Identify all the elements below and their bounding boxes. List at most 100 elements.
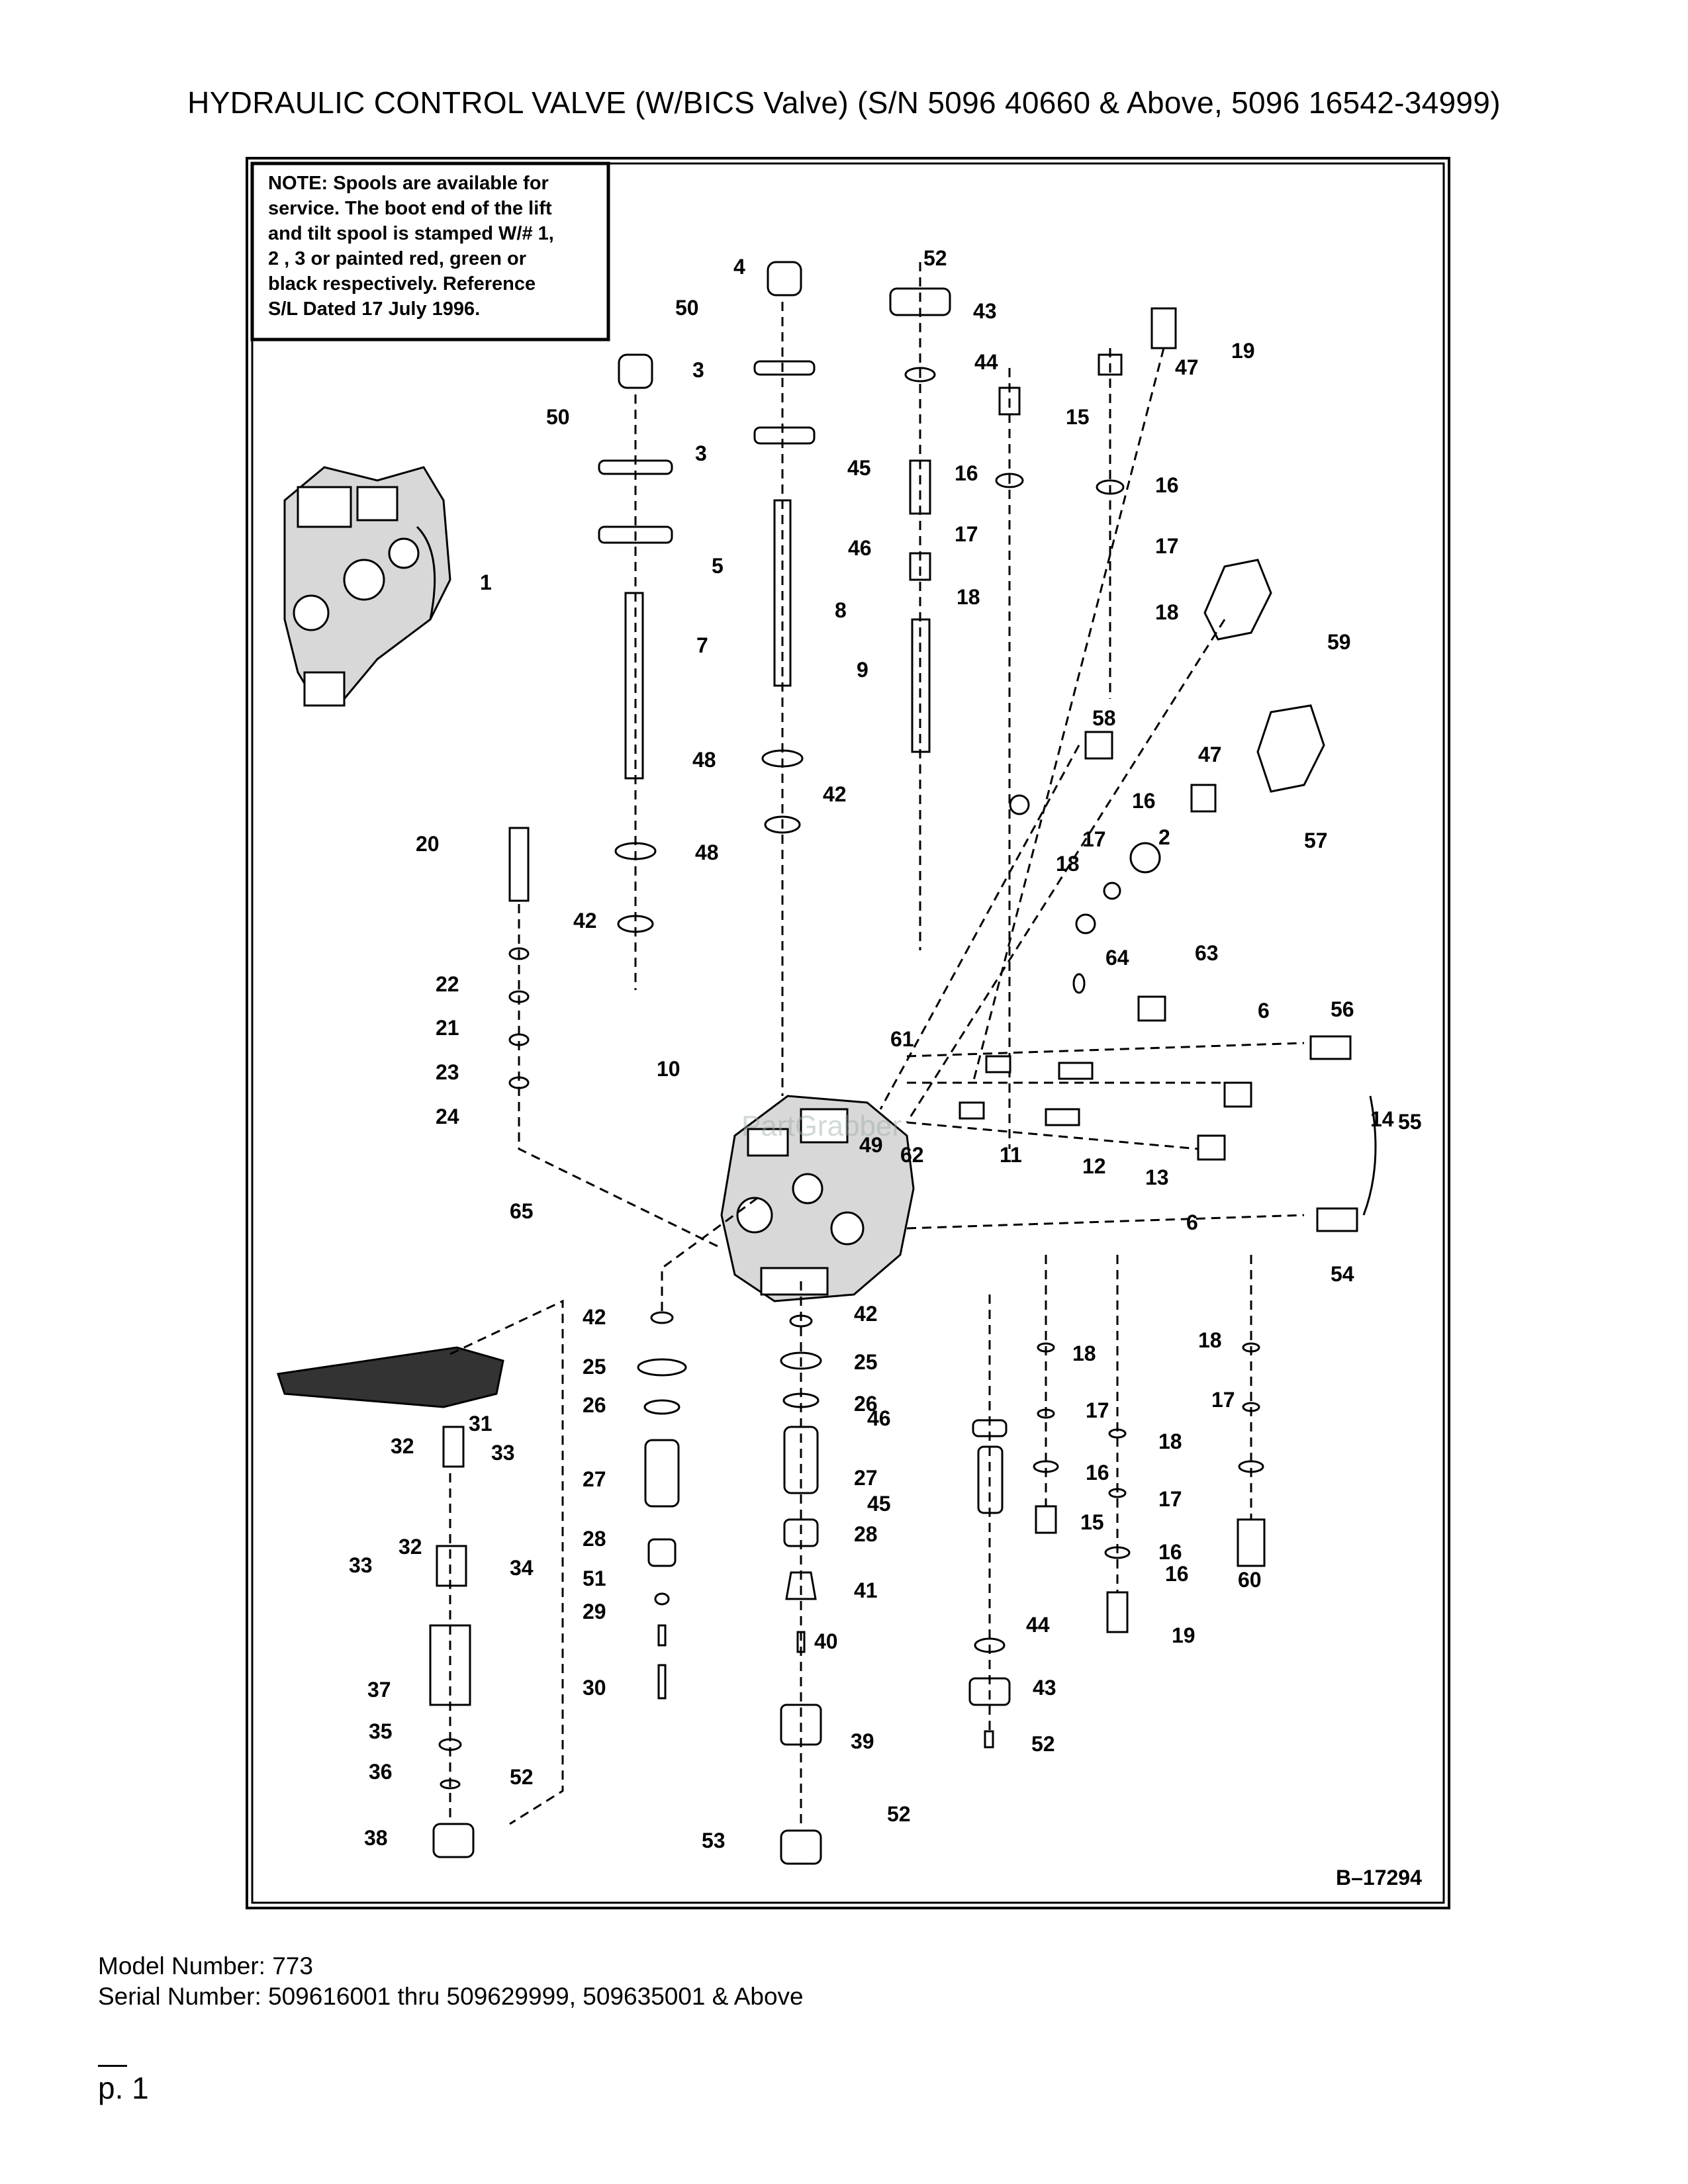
part-callout: 46: [867, 1406, 891, 1430]
upper-left-spool-stack: [598, 353, 673, 990]
part-callout: 45: [847, 456, 871, 480]
note-line: 2 , 3 or painted red, green or: [268, 248, 526, 269]
part-callout: 59: [1327, 630, 1351, 654]
page-divider: [98, 2065, 127, 2067]
part-callout: 50: [546, 405, 570, 429]
footer: Model Number: 773 Serial Number: 5096160…: [98, 1951, 804, 2012]
right-middle-fittings: [906, 973, 1377, 1232]
note-line: S/L Dated 17 July 1996.: [268, 298, 480, 320]
part-callout: 27: [854, 1466, 878, 1490]
part-callout: 42: [854, 1302, 878, 1326]
part-callout: 37: [367, 1678, 391, 1702]
part-callout: 4: [733, 255, 745, 279]
part-callout: 13: [1145, 1165, 1169, 1189]
exploded-parts-diagram: NOTE: Spools are available for service. …: [245, 156, 1451, 1910]
part-callout: 48: [695, 841, 719, 864]
part-callout: 26: [583, 1393, 606, 1417]
part-callout: 28: [854, 1522, 878, 1546]
part-callout: 55: [1398, 1110, 1422, 1134]
page-number: p. 1: [98, 2071, 149, 2105]
part-callout: 17: [1086, 1398, 1109, 1422]
part-callout: 16: [1086, 1461, 1109, 1484]
part-callout: 33: [491, 1441, 515, 1465]
part-callout: 16: [1155, 473, 1179, 497]
note-box: NOTE: Spools are available for service. …: [250, 161, 610, 341]
lower-left-solenoid-stack: [429, 1299, 564, 1858]
part-callout: 40: [814, 1629, 838, 1653]
part-callout: 44: [974, 350, 998, 374]
part-callout: 36: [369, 1760, 393, 1784]
part-callout: 18: [1158, 1430, 1182, 1453]
part-callout: 7: [696, 633, 708, 657]
page-title: HYDRAULIC CONTROL VALVE (W/BICS Valve) (…: [187, 85, 1501, 120]
part-callout: 17: [1158, 1487, 1182, 1511]
part-callout: 25: [854, 1350, 878, 1374]
part-callout: 9: [857, 658, 868, 682]
part-callout: 63: [1195, 941, 1219, 965]
part-callout: 15: [1066, 405, 1090, 429]
lower-right-stacks: [968, 1255, 1266, 1749]
part-callout: 18: [1072, 1342, 1096, 1365]
part-callout: 16: [955, 461, 978, 485]
part-callout: 28: [583, 1527, 606, 1551]
part-callout: 62: [900, 1143, 924, 1167]
part-callout: 42: [573, 909, 597, 933]
part-callout: 19: [1231, 339, 1255, 363]
lower-center-stack: [780, 1281, 822, 1865]
part-callout: 6: [1258, 999, 1270, 1023]
lower-center-left-stack: [637, 1194, 762, 1700]
part-callout: 38: [364, 1826, 388, 1850]
part-callout: 15: [1080, 1510, 1104, 1534]
drawing-number: B–17294: [1336, 1866, 1422, 1889]
part-callout: 16: [1165, 1562, 1189, 1586]
upper-side-stacks: [972, 307, 1177, 1149]
part-callout: 52: [1031, 1732, 1055, 1756]
part-callout: 39: [851, 1729, 874, 1753]
part-callout: 18: [1056, 852, 1080, 876]
part-callout: 18: [1198, 1328, 1222, 1352]
part-callout: 11: [1000, 1143, 1022, 1167]
part-callout: 57: [1304, 829, 1328, 852]
part-callout: 24: [436, 1105, 459, 1128]
part-callout: 42: [823, 782, 847, 806]
part-callout: 22: [436, 972, 459, 996]
part-callout: 44: [1026, 1613, 1050, 1637]
part-callout: 16: [1132, 789, 1156, 813]
part-callout: 12: [1082, 1154, 1106, 1178]
part-callout: 23: [436, 1060, 459, 1084]
upper-right-spool-stack: [889, 262, 951, 950]
part-callout: 32: [399, 1535, 422, 1559]
part-callout: 48: [692, 748, 716, 772]
part-callout: 17: [955, 522, 978, 546]
part-callout: 8: [835, 598, 847, 622]
part-callout: 2: [1158, 825, 1170, 849]
model-number: Model Number: 773: [98, 1952, 313, 1979]
part-callout: 53: [702, 1829, 726, 1852]
part-callout: 6: [1186, 1210, 1198, 1234]
part-callout: 45: [867, 1492, 891, 1516]
part-callout: 34: [510, 1556, 534, 1580]
part-callout: 17: [1155, 534, 1179, 558]
diagram-frame: [246, 157, 1450, 1909]
part-callout: 41: [854, 1578, 878, 1602]
part-callout: 52: [510, 1765, 534, 1789]
decal-illustration: [277, 1346, 504, 1408]
part-callout: 3: [695, 441, 707, 465]
part-callout: 18: [957, 585, 980, 609]
note-line: NOTE: Spools are available for: [268, 173, 549, 194]
part-callout: 46: [848, 536, 872, 560]
part-callout: 14: [1370, 1107, 1394, 1131]
part-callout: 17: [1082, 827, 1106, 851]
part-callout: 33: [349, 1553, 373, 1577]
part-callout: 60: [1238, 1568, 1262, 1592]
part-callout: 52: [887, 1802, 911, 1826]
part-callout: 51: [583, 1567, 606, 1590]
part-callout: 20: [416, 832, 440, 856]
part-callout: 56: [1331, 997, 1354, 1021]
part-callout: 52: [923, 246, 947, 270]
assembled-valve-illustration: [283, 466, 451, 707]
part-callout: 50: [675, 296, 699, 320]
note-line: and tilt spool is stamped W/# 1,: [268, 223, 554, 244]
part-callout: 47: [1175, 355, 1199, 379]
part-callout: 43: [973, 299, 997, 323]
